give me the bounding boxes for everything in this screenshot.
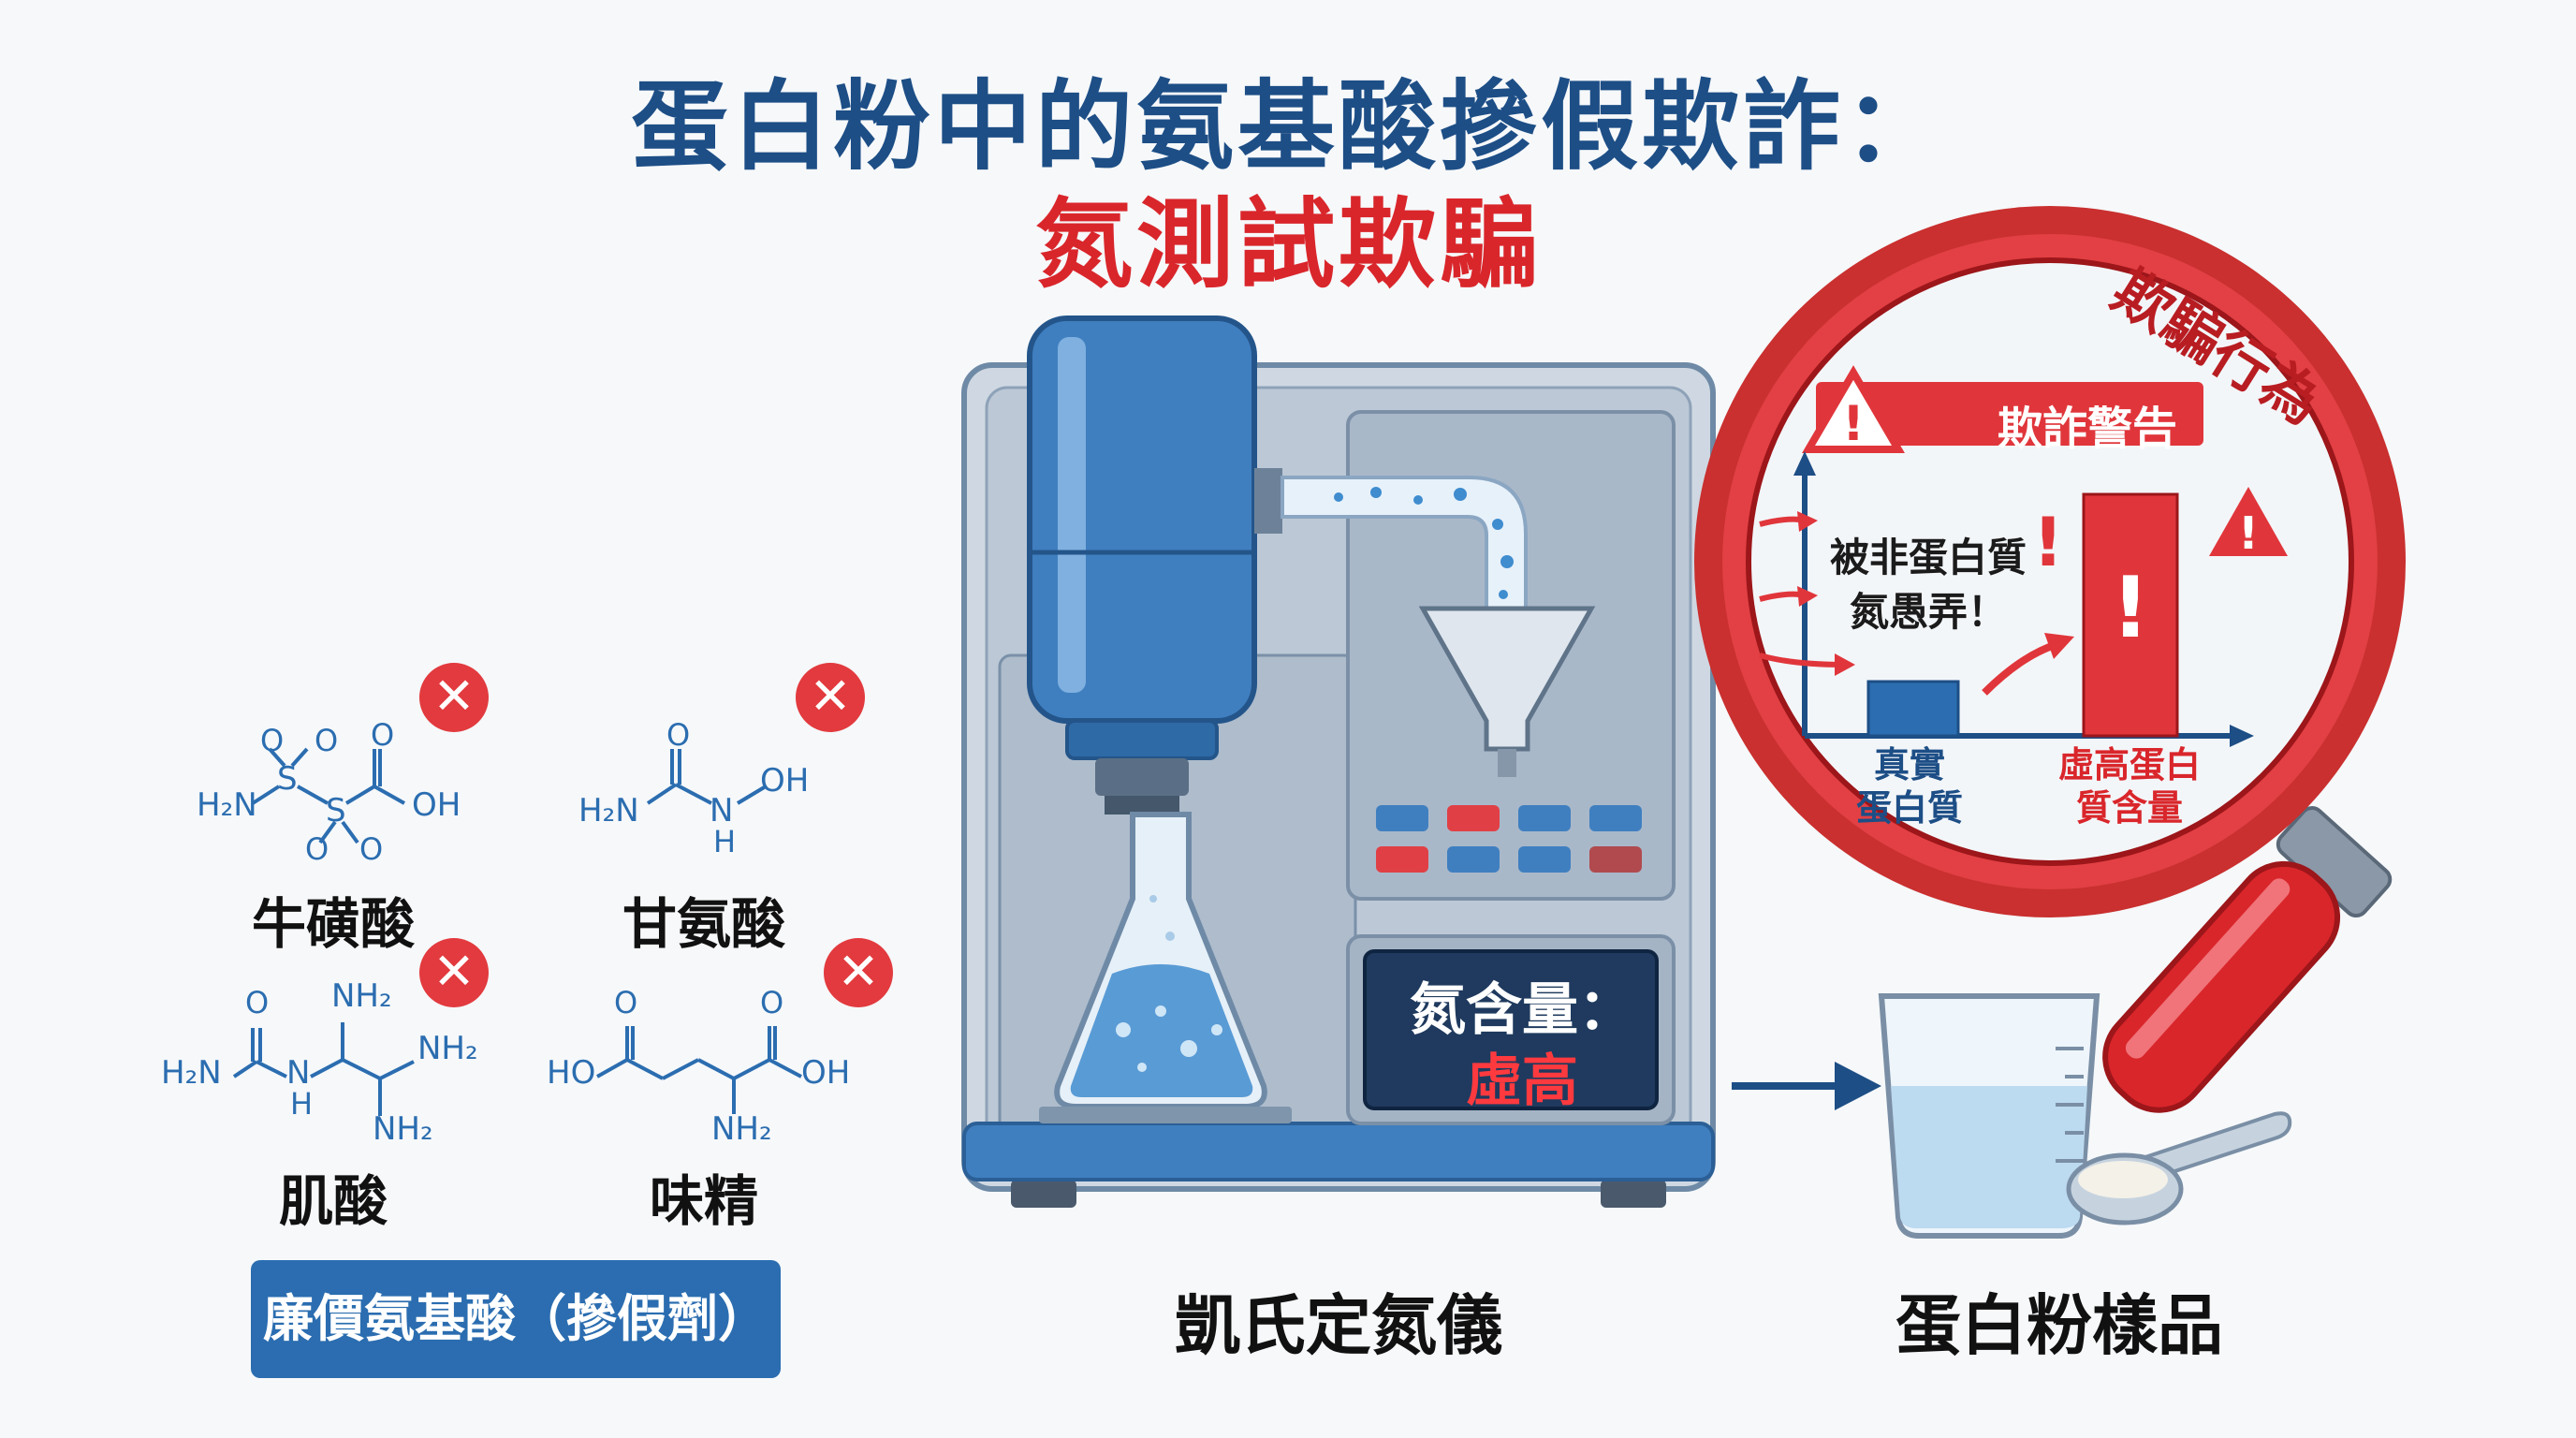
atom-label: O [305, 831, 329, 867]
atom-label: O [666, 717, 691, 753]
nitrogen-display-value: 虛高 [1466, 1049, 1578, 1114]
molecule-name-msg: 味精 [649, 1169, 758, 1233]
funnel [1418, 606, 1596, 752]
atom-label: NH₂ [373, 1110, 433, 1148]
atom-label: S [277, 760, 298, 798]
reject-icon: ✕ [824, 938, 893, 1007]
taurine-structure [251, 747, 405, 844]
atom-label: OH [801, 1054, 851, 1092]
atom-label: H [713, 824, 737, 859]
kjeldahl-apparatus [961, 315, 1902, 1208]
atom-label: OH [760, 762, 810, 800]
bar-real-label-line2: 蛋白質 [1855, 787, 1963, 829]
atom-label: O [245, 985, 270, 1020]
arrow-icon [1732, 1062, 1881, 1110]
atom-label: O [359, 831, 384, 867]
atom-label: H₂N [197, 786, 257, 824]
atom-label: H₂N [161, 1054, 222, 1092]
machine-caption: 凱氏定氮儀 [1175, 1287, 1502, 1364]
svg-text:!: ! [2238, 507, 2259, 560]
atom-label: H₂N [578, 792, 639, 829]
bar-inflated-protein [2082, 492, 2179, 738]
nitrogen-display [1363, 949, 1659, 1110]
atom-label: O [260, 723, 285, 758]
svg-text:!: ! [2111, 559, 2149, 657]
glycine-structure [646, 749, 768, 805]
bar-inflated-label-line1: 虛高蛋白 [2057, 744, 2201, 785]
atom-label: N [710, 792, 734, 829]
atom-label: NH₂ [417, 1030, 478, 1067]
reject-icon: ✕ [419, 938, 489, 1007]
fooled-message-line2: 氮愚弄！ [1849, 589, 2007, 635]
atom-label: O [614, 985, 638, 1020]
msg-structure [596, 1026, 802, 1114]
molecule-name-taurine: 牛磺酸 [251, 892, 415, 956]
reject-icon: ✕ [419, 663, 489, 732]
svg-text:!: ! [2033, 503, 2064, 581]
atom-label: H [290, 1086, 314, 1122]
atom-label: S [326, 792, 346, 829]
atom-label: NH₂ [331, 977, 392, 1015]
sample-caption: 蛋白粉樣品 [1895, 1287, 2223, 1364]
fraud-warning-banner [1816, 382, 2203, 446]
molecule-name-glycine: 甘氨酸 [622, 892, 785, 956]
creatine-structure [232, 1022, 415, 1116]
protein-sample-beaker [1878, 993, 2292, 1239]
atom-label: O [371, 717, 395, 753]
fooled-message-line1: 被非蛋白質 [1829, 535, 2027, 580]
warning-banner-text: 欺詐警告 [1997, 403, 2177, 455]
magnifying-glass: ! ! ! ! [1694, 206, 2406, 1113]
scoop-icon [2131, 1111, 2292, 1184]
atom-label: OH [412, 786, 461, 824]
sub-title: 氮測試欺騙 [1034, 187, 1541, 301]
atom-label: N [286, 1054, 311, 1092]
molecule-name-creatine: 肌酸 [278, 1169, 388, 1233]
atom-label: NH₂ [711, 1110, 772, 1148]
nitrogen-display-label: 氮含量： [1410, 977, 1634, 1043]
bar-real-protein [1866, 680, 1960, 738]
atom-label: O [315, 723, 339, 758]
bar-inflated-label-line2: 質含量 [2075, 787, 2183, 829]
atom-label: O [760, 985, 784, 1020]
adulterant-label: 廉價氨基酸（摻假劑） [251, 1260, 781, 1378]
main-title: 蛋白粉中的氨基酸摻假欺詐： [630, 69, 1945, 183]
svg-text:!: ! [1842, 396, 1865, 452]
atom-label: HO [547, 1054, 596, 1092]
bar-real-label-line1: 真實 [1873, 744, 1945, 785]
reject-icon: ✕ [796, 663, 865, 732]
